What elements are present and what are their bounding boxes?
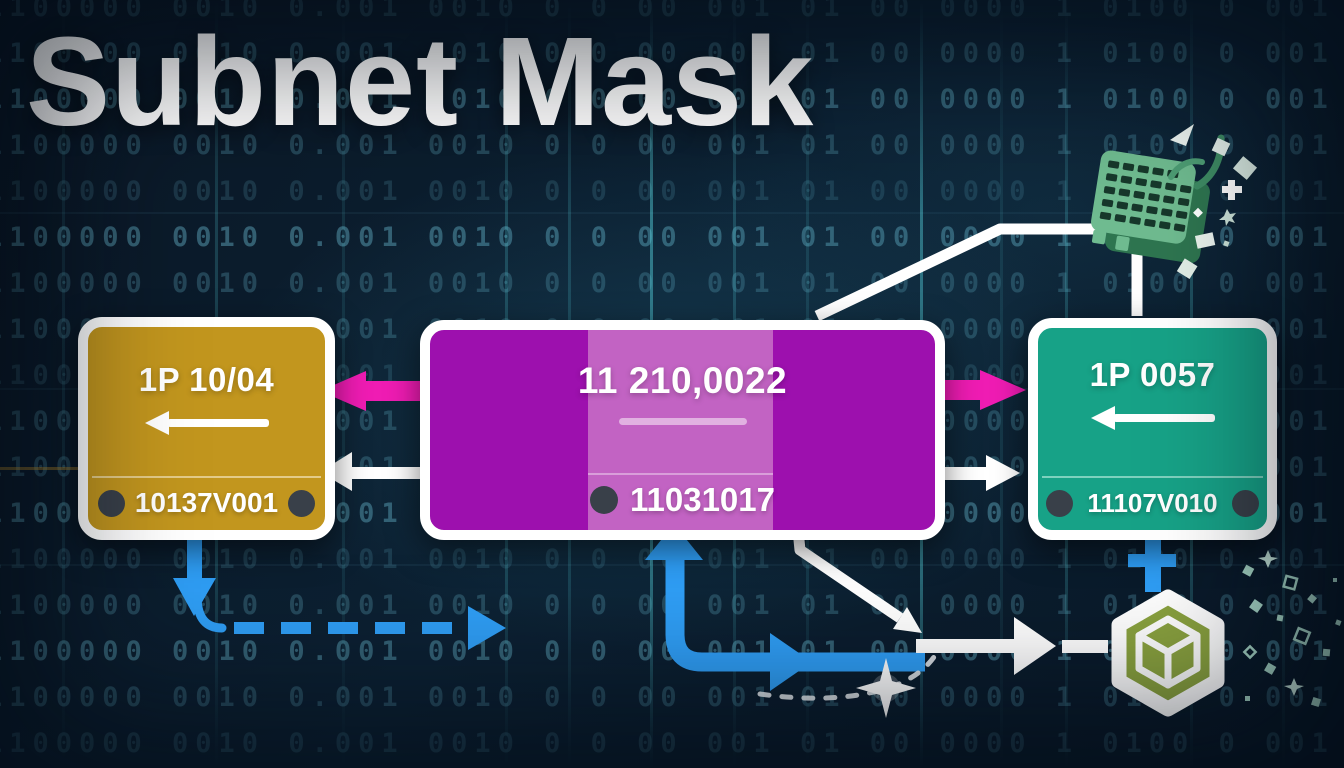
binary-row: 1100000 0010 0.001 0010 0 0 00 001 01 00… bbox=[0, 268, 1344, 299]
device-card-teal: 1P 0057 11107V010 bbox=[1028, 318, 1277, 540]
card-divider bbox=[92, 476, 321, 478]
keyboard-key bbox=[1179, 185, 1192, 194]
keyboard-key bbox=[1131, 203, 1143, 212]
keyboard-key bbox=[1133, 190, 1145, 200]
cube-icon bbox=[1135, 615, 1201, 689]
keyboard-key bbox=[1114, 214, 1127, 223]
card-label: 11 210,0022 bbox=[577, 360, 788, 401]
keyboard-key bbox=[1120, 175, 1133, 184]
keyboard-key bbox=[1144, 218, 1156, 228]
device-card-purple: 11 210,0022 11031017 bbox=[420, 320, 945, 540]
keyboard-key bbox=[1118, 188, 1131, 197]
keyboard-key bbox=[1105, 173, 1118, 182]
card-divider bbox=[588, 473, 773, 475]
blue-mid-arrowhead bbox=[770, 633, 812, 691]
page-title: Subnet Mask bbox=[26, 11, 815, 152]
card-divider bbox=[1042, 476, 1263, 478]
pink-arrow-left bbox=[320, 371, 428, 411]
keyboard-key bbox=[1177, 197, 1190, 207]
sparkle-star bbox=[856, 658, 916, 718]
keyboard-key bbox=[1107, 160, 1120, 169]
card-serial: 11107V010 bbox=[1087, 488, 1218, 518]
scatter-top-right bbox=[1170, 124, 1258, 280]
white-arrow-to-cube bbox=[916, 617, 1108, 675]
card-label: 1P 0057 bbox=[1089, 356, 1216, 393]
keyboard-key bbox=[1173, 223, 1186, 232]
keyboard-key bbox=[1152, 167, 1164, 176]
keyboard-key bbox=[1122, 162, 1135, 172]
device-card-gold: 1P 10/04 10137V001 bbox=[78, 317, 335, 540]
card-serial: 10137V001 bbox=[134, 487, 279, 518]
top-connector-line bbox=[814, 223, 1103, 321]
arrow-left-icon bbox=[144, 411, 169, 435]
keyboard-key bbox=[1165, 182, 1177, 191]
card-serial-row: 10137V001 bbox=[88, 487, 325, 519]
keyboard-key bbox=[1103, 186, 1116, 195]
connector-dot bbox=[288, 489, 315, 517]
keyboard-key bbox=[1163, 195, 1175, 204]
white-arrow-left bbox=[320, 452, 428, 491]
keyboard-key bbox=[1116, 201, 1129, 210]
binary-row: 1100000 0010 0.001 0010 0 0 00 001 01 00… bbox=[0, 728, 1344, 759]
binary-row: 1100000 0010 0.001 0010 0 0 00 001 01 00… bbox=[0, 38, 1344, 69]
grid-hline bbox=[0, 212, 1344, 214]
binary-row: 1100000 0010 0.001 0010 0 0 00 001 01 00… bbox=[0, 84, 1344, 115]
keyboard-key bbox=[1150, 180, 1162, 189]
keyboard-icon bbox=[1091, 134, 1225, 264]
card-back-arrow bbox=[1090, 406, 1215, 430]
keyboard-key bbox=[1101, 198, 1114, 208]
orange-stub-line bbox=[0, 467, 80, 470]
card-body: 11 210,0022 11031017 bbox=[430, 330, 935, 530]
connector-dot bbox=[98, 489, 125, 517]
binary-row: 1100000 0010 0.001 0010 0 0 00 001 01 00… bbox=[0, 0, 1344, 23]
cube-hexagon-icon bbox=[1111, 589, 1225, 717]
card-serial-row: 11031017 bbox=[430, 481, 935, 519]
card-label: 1P 10/04 bbox=[138, 361, 275, 398]
label-underline bbox=[618, 418, 747, 425]
card-body: 1P 10/04 10137V001 bbox=[88, 327, 325, 530]
card-back-arrow bbox=[144, 411, 269, 435]
card-serial-row: 11107V010 bbox=[1038, 488, 1267, 519]
blue-dashed-arrow bbox=[234, 606, 506, 650]
keyboard-key bbox=[1175, 210, 1188, 219]
arrow-left-icon bbox=[1090, 406, 1115, 430]
keyboard-key bbox=[1161, 208, 1173, 217]
blue-elbow-arrow bbox=[645, 524, 925, 691]
connector-dot bbox=[1046, 490, 1073, 517]
card-body: 1P 0057 11107V010 bbox=[1038, 328, 1267, 530]
keyboard-key bbox=[1129, 216, 1141, 225]
keyboard-key bbox=[1137, 165, 1150, 174]
keyboard-key bbox=[1135, 177, 1147, 187]
keyboard-key bbox=[1146, 206, 1158, 215]
keyboard-key bbox=[1148, 193, 1160, 202]
scatter-bottom-right bbox=[1242, 550, 1342, 708]
wifi-arc bbox=[1168, 158, 1205, 180]
card-serial: 11031017 bbox=[629, 481, 775, 518]
keyboard-key bbox=[1099, 211, 1112, 221]
grid-vline bbox=[1282, 0, 1285, 768]
connector-dot bbox=[1232, 490, 1259, 517]
pink-arrow-right bbox=[920, 370, 1026, 410]
grid-vline bbox=[62, 0, 65, 768]
purple-band bbox=[588, 330, 773, 530]
connector-dot bbox=[589, 486, 618, 514]
keyboard-key bbox=[1158, 221, 1171, 230]
